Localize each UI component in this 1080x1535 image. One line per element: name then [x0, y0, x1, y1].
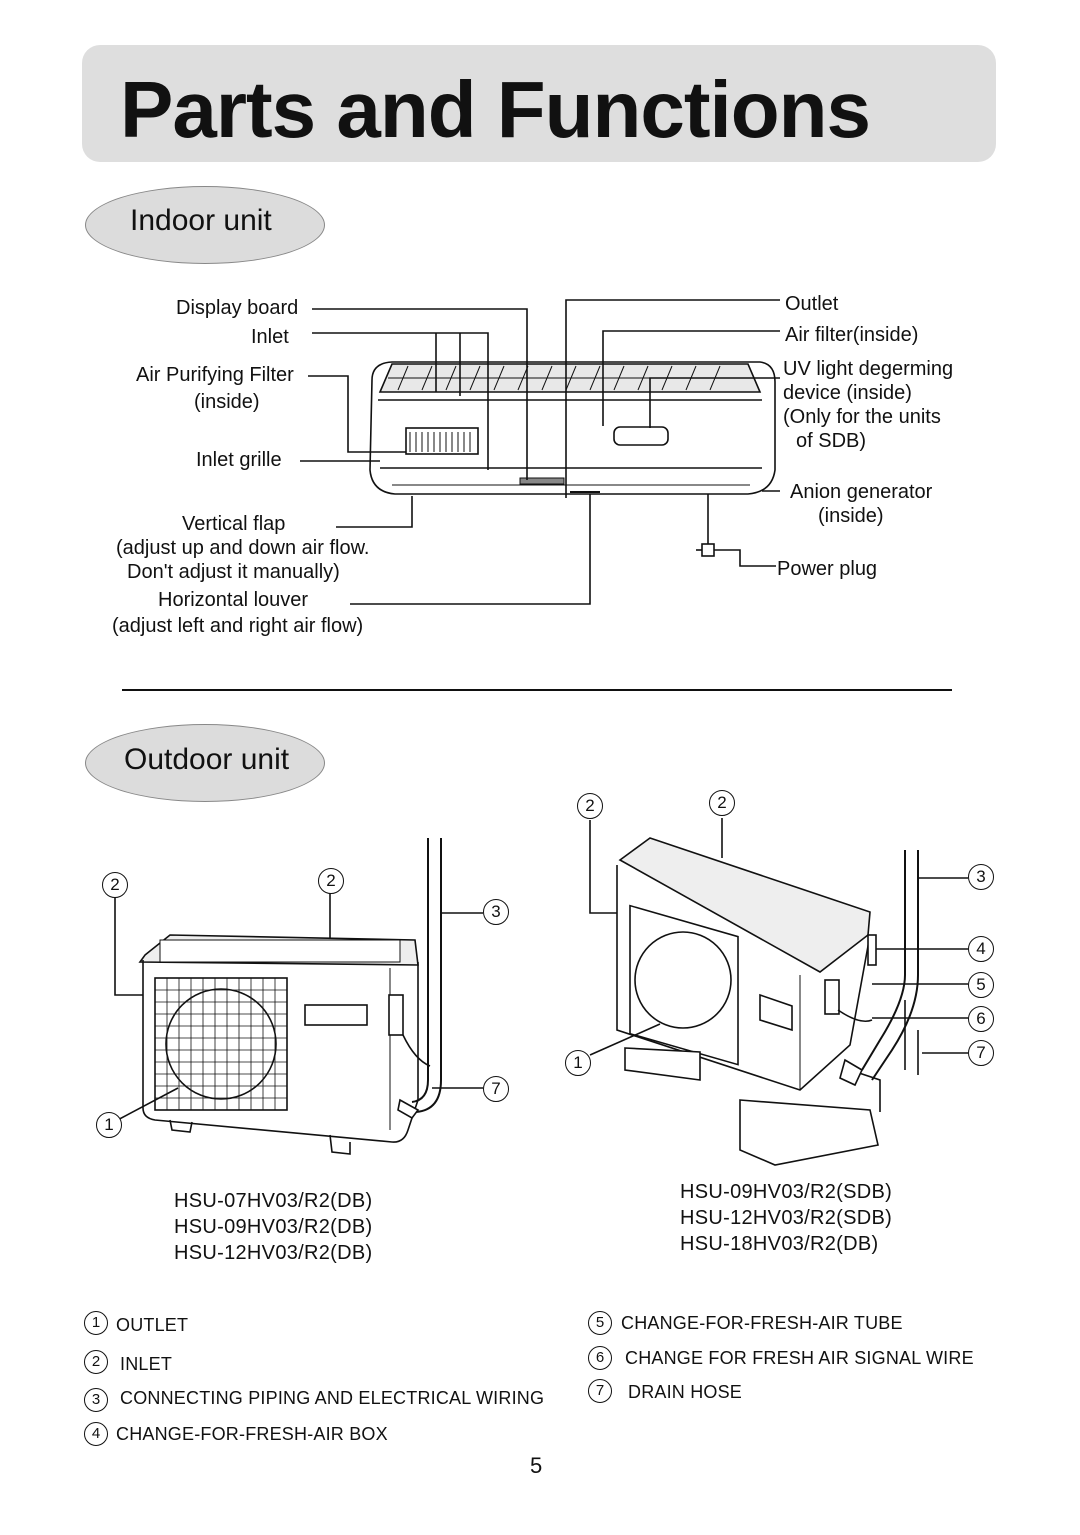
model-right-1: HSU-09HV03/R2(SDB) [680, 1181, 893, 1203]
callout-2-right-a: 2 [577, 793, 603, 819]
model-right-2: HSU-12HV03/R2(SDB) [680, 1207, 893, 1229]
label-anion-line2: (inside) [818, 505, 884, 527]
models-left: HSU-07HV03/R2(DB) HSU-09HV03/R2(DB) HSU-… [174, 1188, 373, 1266]
label-display-board: Display board [176, 297, 299, 319]
model-left-2: HSU-09HV03/R2(DB) [174, 1216, 373, 1238]
legend-text-6: CHANGE FOR FRESH AIR SIGNAL WIRE [625, 1348, 974, 1368]
legend-text-4: CHANGE-FOR-FRESH-AIR BOX [116, 1424, 388, 1444]
section-divider [122, 689, 952, 691]
legend-text-7: DRAIN HOSE [628, 1382, 743, 1402]
callout-2-right-b: 2 [709, 790, 735, 816]
page-number: 5 [530, 1453, 543, 1478]
callout-7-left: 7 [483, 1076, 509, 1102]
legend-num-5: 5 [588, 1311, 612, 1335]
callout-2-left-a: 2 [102, 872, 128, 898]
model-right-3: HSU-18HV03/R2(DB) [680, 1233, 879, 1255]
indoor-heading: Indoor unit [130, 204, 272, 237]
legend-num-6: 6 [588, 1346, 612, 1370]
label-horizontal-louver: Horizontal louver [158, 589, 309, 611]
legend-text-1: OUTLET [116, 1315, 189, 1335]
label-air-purifying-filter-sub: (inside) [194, 391, 260, 413]
legend-num-4: 4 [84, 1422, 108, 1446]
legend-num-7: 7 [588, 1379, 612, 1403]
callout-1-left: 1 [96, 1112, 122, 1138]
legend-num-3: 3 [84, 1388, 108, 1412]
legend-text-3: CONNECTING PIPING AND ELECTRICAL WIRING [120, 1388, 545, 1408]
callout-6-right: 6 [968, 1006, 994, 1032]
title-banner [82, 45, 996, 162]
callout-2-left-b: 2 [318, 868, 344, 894]
models-right: HSU-09HV03/R2(SDB) HSU-12HV03/R2(SDB) HS… [680, 1179, 892, 1257]
label-power-plug: Power plug [777, 558, 878, 580]
label-inlet-grille: Inlet grille [196, 449, 282, 471]
label-horizontal-louver-sub: (adjust left and right air flow) [112, 615, 364, 637]
legend-num-2: 2 [84, 1350, 108, 1374]
label-uv-line3: (Only for the units [783, 406, 941, 428]
outdoor-heading-pill [85, 724, 325, 802]
label-vertical-flap-sub1: (adjust up and down air flow. [116, 537, 370, 559]
label-uv-line2: device (inside) [783, 382, 912, 404]
label-uv-line1: UV light degerming [783, 358, 954, 380]
callout-4-right: 4 [968, 936, 994, 962]
callout-5-right: 5 [968, 972, 994, 998]
label-air-purifying-filter: Air Purifying Filter [136, 364, 294, 386]
callout-1-right: 1 [565, 1050, 591, 1076]
model-left-3: HSU-12HV03/R2(DB) [174, 1242, 373, 1264]
callout-7-right: 7 [968, 1040, 994, 1066]
label-vertical-flap: Vertical flap [182, 513, 286, 535]
legend-num-1: 1 [84, 1311, 108, 1335]
label-outlet: Outlet [785, 293, 839, 315]
legend-text-2: INLET [120, 1354, 173, 1374]
label-inlet: Inlet [251, 326, 289, 348]
page-title: Parts and Functions [120, 65, 871, 154]
callout-3-left: 3 [483, 899, 509, 925]
label-uv-line4: of SDB) [796, 430, 867, 452]
label-vertical-flap-sub2: Don't adjust it manually) [127, 561, 340, 583]
outdoor-heading: Outdoor unit [124, 743, 290, 776]
label-air-filter: Air filter(inside) [785, 324, 919, 346]
model-left-1: HSU-07HV03/R2(DB) [174, 1190, 373, 1212]
callout-3-right: 3 [968, 864, 994, 890]
indoor-heading-pill [85, 186, 325, 264]
legend-text-5: CHANGE-FOR-FRESH-AIR TUBE [621, 1313, 903, 1333]
label-anion-line1: Anion generator [790, 481, 933, 503]
